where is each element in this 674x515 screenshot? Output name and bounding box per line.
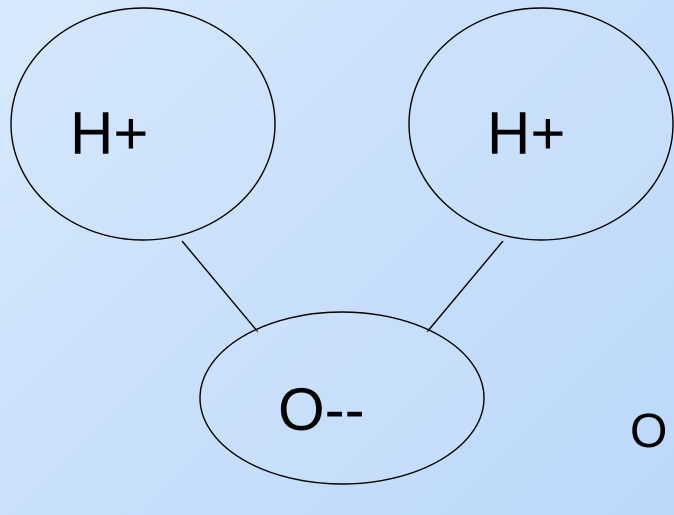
hydrogen-left-ellipse [10, 7, 276, 241]
bond-right-hydrogen-oxygen [426, 240, 504, 333]
hydrogen-right-label: H+ [487, 100, 565, 167]
atom-hydrogen-left: H+ [10, 7, 276, 241]
atom-hydrogen-right: H+ [408, 7, 674, 241]
atom-oxygen: O-- [199, 311, 485, 485]
oxygen-label: O-- [278, 376, 365, 443]
side-label: O [630, 405, 667, 458]
bond-left-hydrogen-oxygen [181, 240, 259, 333]
hydrogen-left-label: H+ [70, 100, 148, 167]
oxygen-ellipse [199, 311, 485, 485]
hydrogen-right-ellipse [408, 7, 674, 241]
